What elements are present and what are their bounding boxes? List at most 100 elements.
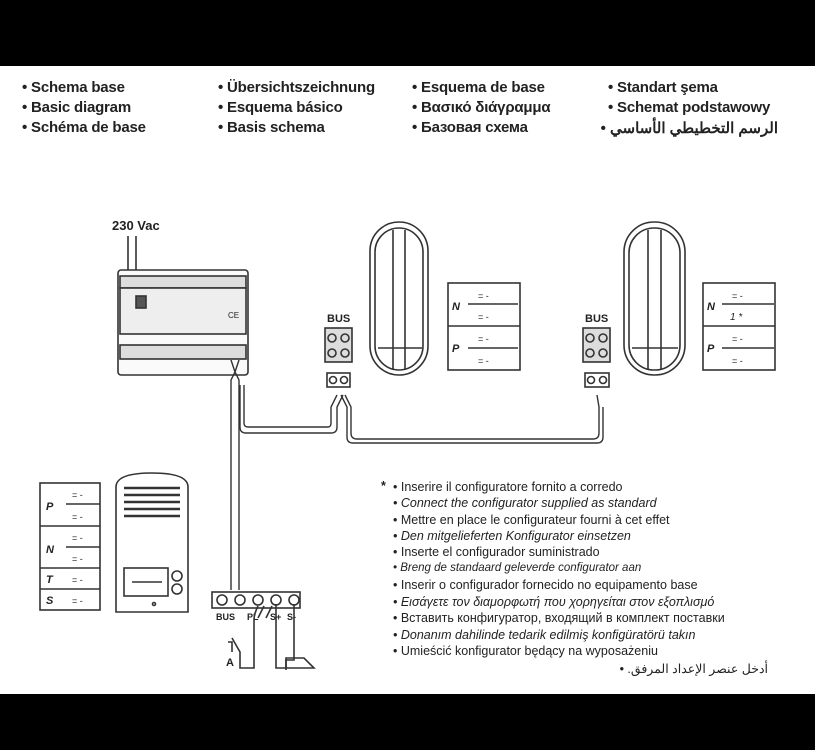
- diagram-shape: [127, 236, 137, 270]
- diagram-shape: [703, 303, 775, 349]
- diagram-shape: [123, 567, 169, 597]
- diagram-shape: [369, 221, 429, 376]
- legend-es: • Esquema básico: [218, 99, 343, 116]
- configurator-mark: 1 *: [730, 312, 743, 323]
- diagram-shape: [119, 344, 247, 360]
- note-nl: • Breng de standaard geleverde configura…: [393, 562, 642, 574]
- bus-cable: [230, 359, 604, 590]
- diagram-shape: [340, 394, 604, 444]
- diagram-label: = -: [72, 512, 83, 522]
- diagram-shape: [598, 333, 608, 343]
- diagram-label: = -: [72, 554, 83, 564]
- diagram-shape: [374, 227, 424, 371]
- diagram-shape: [119, 275, 247, 289]
- diagram-label: = -: [732, 356, 743, 366]
- legend-ar: الرسم التخطيطي الأساسي •: [600, 120, 779, 137]
- legend-pl: • Schemat podstawowy: [608, 99, 771, 116]
- diagram-label: = -: [478, 291, 489, 301]
- legend-tr: • Standart şema: [608, 79, 718, 96]
- note-el: • Εισάγετε τον διαμορφωτή που χορηγείται…: [393, 595, 715, 609]
- note-tr: • Donanım dahilinde tedarik edilmiş konf…: [393, 628, 696, 642]
- note-en: • Connect the configurator supplied as s…: [393, 496, 657, 510]
- diagram-label: = -: [72, 490, 83, 500]
- diagram-shape: [585, 348, 595, 358]
- diagram-label: S-: [287, 612, 296, 622]
- note-de: • Den mitgelieferten Konfigurator einset…: [393, 529, 631, 543]
- diagram-shape: [171, 583, 183, 595]
- handset-1: [369, 221, 429, 376]
- diagram-label: BUS: [216, 612, 235, 622]
- legend-it: • Schema base: [22, 79, 125, 96]
- diagram-label: N: [707, 301, 716, 313]
- diagram-shape: [124, 486, 180, 518]
- name-card-1: N P = - = - = - = -: [447, 282, 521, 371]
- diagram-shape: [285, 657, 316, 669]
- diagram-shape: [216, 594, 228, 606]
- terminal-block: BUS PL S+ S- A: [211, 591, 316, 670]
- diagram-shape: [252, 594, 264, 606]
- diagram-label: = -: [72, 533, 83, 543]
- diagram-label: = -: [72, 596, 83, 606]
- note-pt: • Inserir o configurador fornecido no eq…: [393, 578, 698, 592]
- diagram-shape: [230, 359, 240, 590]
- note-star: *: [381, 479, 386, 493]
- diagram-shape: [584, 372, 610, 388]
- diagram-shape: [270, 594, 282, 606]
- note-ar: أدخل عنصر الإعداد المرفق. •: [619, 662, 768, 676]
- wiring-diagram: 230 Vac CE BUS: [39, 218, 776, 670]
- diagram-shape: [339, 375, 349, 385]
- diagram-shape: [598, 348, 608, 358]
- diagram-shape: [115, 472, 189, 613]
- diagram-shape: [151, 601, 157, 607]
- bus-connector-2: BUS: [582, 313, 611, 388]
- diagram-label: PL: [247, 612, 259, 622]
- switch-label: A: [226, 657, 234, 669]
- diagram-shape: [448, 303, 520, 349]
- legend-nl: • Basis schema: [218, 119, 325, 136]
- diagram-shape: [326, 372, 351, 388]
- diagram-shape: [257, 605, 273, 619]
- diagram-shape: [288, 594, 300, 606]
- note-ru: • Вставить конфигуратор, входящий в комп…: [393, 611, 725, 625]
- diagram-shape: [340, 348, 350, 358]
- diagram-shape: [378, 230, 422, 370]
- diagram-shape: [628, 227, 681, 371]
- legend-en: • Basic diagram: [22, 99, 131, 116]
- power-label: 230 Vac: [112, 218, 160, 233]
- diagram-shape: [243, 385, 338, 428]
- diagram-label: N: [452, 301, 461, 313]
- diagram-shape: [598, 375, 608, 385]
- diagram-shape: [171, 570, 183, 582]
- bus-label-1: BUS: [327, 313, 350, 325]
- diagram-shape: [585, 333, 595, 343]
- diagram-label: T: [46, 574, 54, 586]
- note-fr: • Mettre en place le configurateur fourn…: [393, 513, 670, 527]
- legend-ru: • Базовая схема: [412, 119, 528, 136]
- diagram-label: = -: [732, 291, 743, 301]
- diagram-label: = -: [478, 334, 489, 344]
- diagram-shape: [623, 221, 686, 376]
- bus-label-2: BUS: [585, 313, 608, 325]
- diagram-shape: [344, 394, 600, 440]
- diagram-shape: [228, 605, 259, 669]
- legend-de: • Übersichtszeichnung: [218, 79, 375, 96]
- legend-el: • Βασικό διάγραμμα: [412, 99, 551, 116]
- diagram-label: = -: [72, 575, 83, 585]
- diagram-shape: [327, 333, 337, 343]
- diagram-label: P: [452, 343, 460, 355]
- diagram-shape: [211, 591, 301, 609]
- name-card-2: N P = - 1 * = - = -: [702, 282, 776, 371]
- diagram-label: P: [707, 343, 715, 355]
- diagram-shape: [40, 503, 100, 590]
- diagram-shape: [327, 348, 337, 358]
- diagram-shape: [328, 375, 338, 385]
- diagram-shape: [135, 295, 147, 309]
- note-it: • Inserire il configuratore fornito a co…: [393, 480, 623, 494]
- diagram-page: • Schema base • Basic diagram • Schéma d…: [0, 66, 815, 694]
- diagram-shape: [234, 594, 246, 606]
- diagram-shape: [586, 375, 596, 385]
- diagram-label: = -: [478, 312, 489, 322]
- diagram-label: CE: [228, 311, 239, 320]
- diagram-shape: [340, 333, 350, 343]
- diagram-shape: [239, 385, 344, 434]
